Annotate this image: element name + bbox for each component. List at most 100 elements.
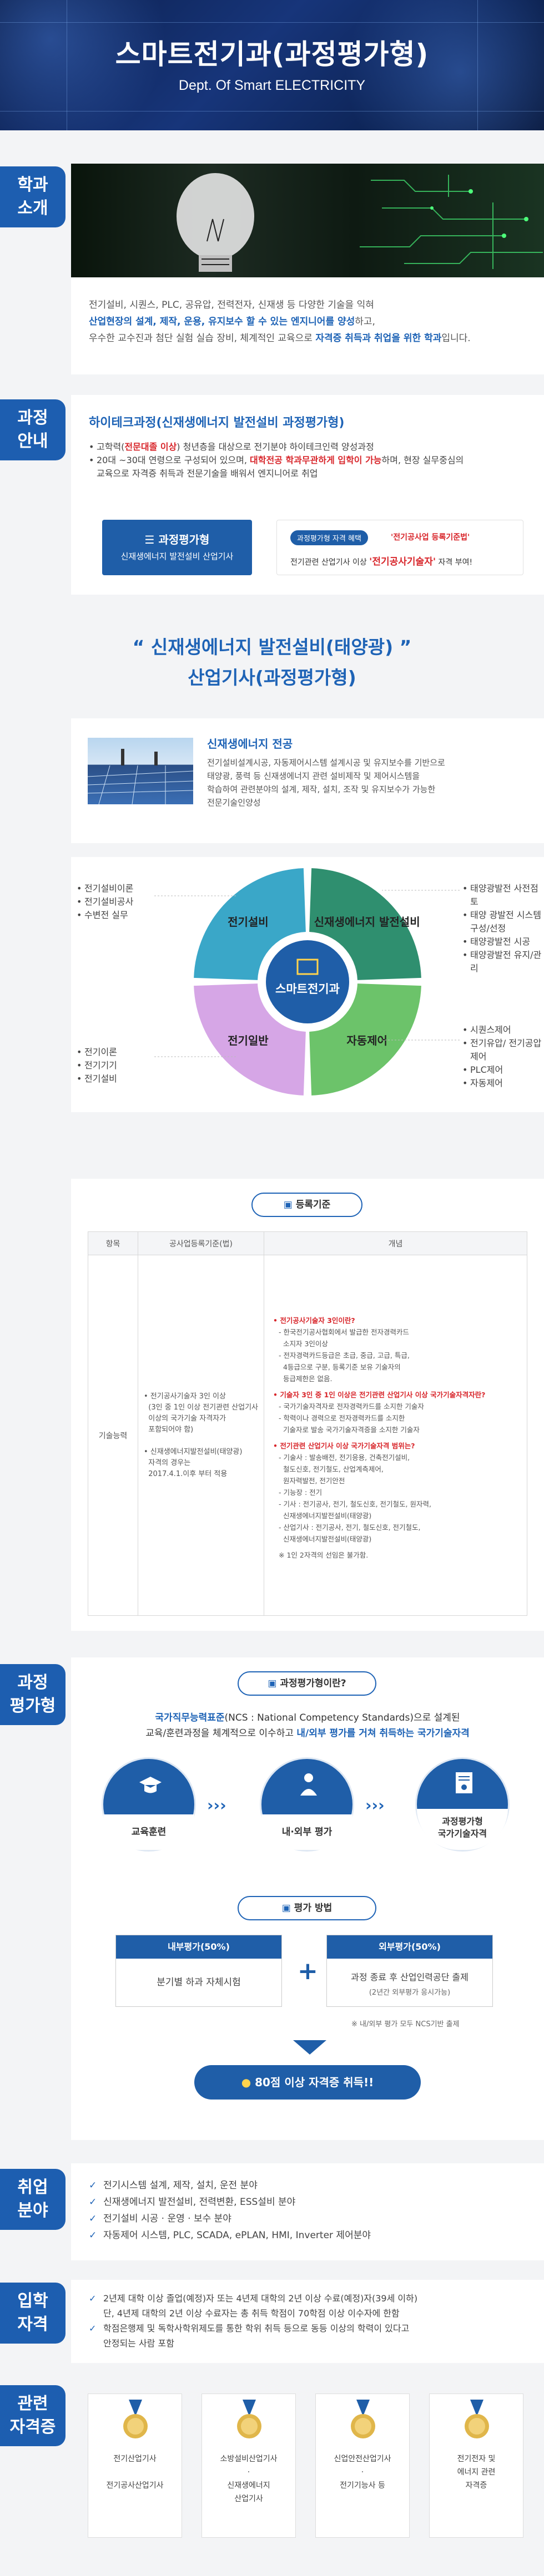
concept-answer: 신재생에너지발전설비(태양광) — [279, 1534, 372, 1543]
lightbulb-circuit-image — [177, 173, 543, 272]
course-box: ☰ 과정평가형 신재생에너지 발전설비 산업기사 — [102, 520, 252, 575]
registration-title: ▣ 등록기준 — [251, 1193, 362, 1217]
intro-line: 산업현장의 설계, 제작, 운용, 유지보수 할 수 있는 엔지니어를 양성하고… — [89, 313, 533, 330]
law-line: 포함되어야 함) — [144, 1425, 194, 1434]
admission-item: 2년제 대학 이상 졸업(예정)자 또는 4년제 대학의 2년 이상 수료(예정… — [88, 2291, 537, 2321]
major-heading-2: 산업기사(과정평가형) — [188, 667, 356, 688]
tab-eval-line2: 평가형 — [9, 1696, 56, 1716]
wheel-segment — [194, 868, 306, 980]
wheel-center-label: 스마트전기과 — [275, 982, 340, 996]
list-right-bottom: 시퀀스제어전기유압/ 전기공압제어PLC제어자동제어 — [462, 1023, 543, 1090]
list-right-top: 태양광발전 사전점토태양 광발전 시스템 구성/선정태양광발전 시공태양광발전 … — [462, 882, 543, 975]
list-item: 전기설비 — [77, 1072, 165, 1086]
external-label: 외부평가(50%) — [327, 1935, 492, 1959]
cert-line: 신업안전산업기사 — [334, 2455, 391, 2463]
tab-course-line1: 과정 — [17, 408, 48, 428]
tab-intro-line1: 학과 — [17, 175, 48, 195]
registration-icon: ▣ — [283, 1199, 296, 1210]
step-3-label: 과정평가형 국가기술자격 — [417, 1809, 508, 1850]
solar-panel-image — [88, 738, 193, 804]
step-1: 교육훈련 — [102, 1757, 196, 1852]
cert-text: 신업안전산업기사·전기기능사 등 — [316, 2452, 409, 2492]
benefit-line2: 전기관련 산업기사 이상 '전기공사기술자' 자격 부여! — [290, 554, 472, 567]
major-line: 학습하여 관련분야의 설계, 제작, 설치, 조작 및 유지보수가 가능한 — [207, 784, 436, 794]
cert-line: 에너지 관련 — [457, 2468, 496, 2477]
list-left-bottom: 전기이론전기기기전기설비 — [77, 1046, 165, 1086]
result-text: 80점 이상 자격증 취득!! — [255, 2076, 374, 2089]
eval-desc-1: 국가직무능력표준(NCS : National Competency Stand… — [71, 1710, 544, 1726]
major-card: 신재생에너지 전공 전기설비설계시공, 자동제어시스템 설계시공 및 유지보수를… — [71, 718, 544, 843]
intro-run: 우수한 교수진과 첨단 실험 실습 장비, 체계적인 교육으로 — [89, 333, 316, 344]
concept-answer: - 국가기술자격자로 전자경력카드를 소지한 기술자 — [279, 1402, 424, 1411]
law-line: 2017.4.1.이후 부터 적용 — [144, 1469, 228, 1478]
cert-line: 소방설비산업기사 — [220, 2455, 278, 2463]
course-run: 하며, 현장 실무중심의 — [381, 455, 464, 465]
wheel-segment — [309, 868, 421, 980]
list-item: 전기시스템 설계, 제작, 설치, 운전 분야 — [88, 2177, 532, 2194]
intro-line: 전기설비, 시퀀스, PLC, 공유압, 전력전자, 신재생 등 다양한 기술을… — [89, 297, 533, 313]
law-line — [144, 1436, 258, 1447]
benefit-line2b: '전기공사기술자' — [369, 556, 436, 567]
eval-desc-1b: (NCS : National Competency Standards)으로 … — [224, 1712, 460, 1723]
concept-answer: - 한국전기공사협회에서 발급한 전자경력카드 — [279, 1327, 409, 1336]
jobs-list: 전기시스템 설계, 제작, 설치, 운전 분야신재생에너지 발전설비, 전력변환… — [88, 2177, 532, 2244]
concept-answer: - 전자경력카드등급은 초급, 중급, 고급, 특급, — [279, 1351, 410, 1360]
wheel-label: 전기일반 — [228, 1034, 269, 1047]
major-line: 전문기술인양성 — [207, 798, 261, 808]
list-item: 태양광발전 사전점토 — [462, 882, 543, 909]
tab-jobs-line1: 취업 — [17, 2178, 48, 2197]
medal-icon — [237, 2400, 261, 2438]
course-box-subtitle: 신재생에너지 발전설비 산업기사 — [120, 551, 234, 561]
tab-eval: 과정 평가형 — [0, 1664, 66, 1725]
admission-card: 2년제 대학 이상 졸업(예정)자 또는 4년제 대학의 2년 이상 수료(예정… — [71, 2280, 544, 2363]
course-box-title: ☰ 과정평가형 — [144, 533, 210, 546]
concept-note: ※ 1인 2자격의 선임은 불가함. — [279, 1550, 369, 1559]
concept-answer: 4등급으로 구분, 등록기준 보유 기술자의 — [279, 1362, 401, 1371]
tab-certs: 관련 자격증 — [0, 2385, 66, 2446]
trophy-icon: ● — [241, 2076, 255, 2089]
cert-line: 자격증 — [465, 2481, 487, 2490]
course-card: 하이테크과정(신재생에너지 발전설비 과정평가형) 고학력(전문대졸 이상) 청… — [71, 395, 544, 595]
course-run: 20대 ~30대 연령으로 구성되어 있으며, — [97, 455, 250, 465]
tab-certs-line2: 자격증 — [9, 2417, 56, 2437]
list-item: 자동제어 — [462, 1077, 543, 1090]
benefit-box: 과정평가형 자격 혜택 '전기공사업 등록기준법' 전기관련 산업기사 이상 '… — [276, 520, 523, 575]
cert-line — [88, 2466, 182, 2479]
list-item: 전기기기 — [77, 1059, 165, 1072]
jobs-card: 전기시스템 설계, 제작, 설치, 운전 분야신재생에너지 발전설비, 전력변환… — [71, 2163, 544, 2260]
intro-line: 우수한 교수진과 첨단 실험 실습 장비, 체계적인 교육으로 자격증 취득과 … — [89, 330, 533, 347]
intro-run: 전기설비, 시퀀스, PLC, 공유압, 전력전자, 신재생 등 다양한 기술을… — [89, 300, 374, 311]
th-law: 공사업등록기준(법) — [137, 1231, 265, 1255]
tab-course-line2: 안내 — [17, 432, 48, 451]
concept-answer: - 기능장 : 전기 — [279, 1488, 323, 1497]
list-item: 태양 광발전 시스템 구성/선정 — [462, 909, 543, 935]
course-run: 고학력( — [97, 442, 125, 452]
concept-answer: - 학력이나 경력으로 전자경력카드를 소지한 — [279, 1413, 405, 1422]
cert-line: 전기산업기사 — [113, 2455, 157, 2463]
eval-method-title: ▣ 평가 방법 — [238, 1896, 376, 1920]
eval-steps: 교육훈련 ››› 내·외부 평가 ››› 과정평가형 국가기술자격 — [71, 1752, 544, 1885]
step-2-label: 내·외부 평가 — [261, 1814, 352, 1850]
course-list: 고학력(전문대졸 이상) 청년층을 대상으로 전기분야 하이테크인력 양성과정2… — [89, 440, 533, 480]
intro-run: 자격증 취득과 취업을 위한 학과 — [315, 333, 442, 344]
eval-what-title-text: 과정평가형이란? — [280, 1678, 346, 1689]
td-row-label: 기술능력 — [88, 1255, 138, 1616]
battery-icon — [296, 959, 319, 975]
law-line: 이상의 국가기술 자격자가 — [144, 1414, 226, 1423]
step-1-label: 교육훈련 — [103, 1814, 194, 1850]
list-item: 전기유압/ 전기공압제어 — [462, 1037, 543, 1063]
concept-answer: 기술자로 발송 국가기술자격증을 소지한 기술자 — [279, 1425, 420, 1434]
list-item: 전기설비 시공 · 운영 · 보수 분야 — [88, 2210, 532, 2227]
tab-admission: 입학 자격 — [0, 2283, 66, 2344]
page-subtitle: Dept. Of Smart ELECTRICITY — [178, 78, 366, 93]
wheel-center — [263, 937, 352, 1027]
plus-icon: + — [298, 1957, 318, 1985]
tab-intro: 학과 소개 — [0, 166, 66, 227]
admission-line: 단, 4년제 대학의 2년 이상 수료자는 총 취득 학점이 70학점 이상 이… — [103, 2308, 400, 2319]
major-line: 태양광, 풍력 등 신재생에너지 관련 설비제작 및 제어시스템을 — [207, 771, 420, 781]
list-item: 태양광발전 유지/관리 — [462, 949, 543, 975]
